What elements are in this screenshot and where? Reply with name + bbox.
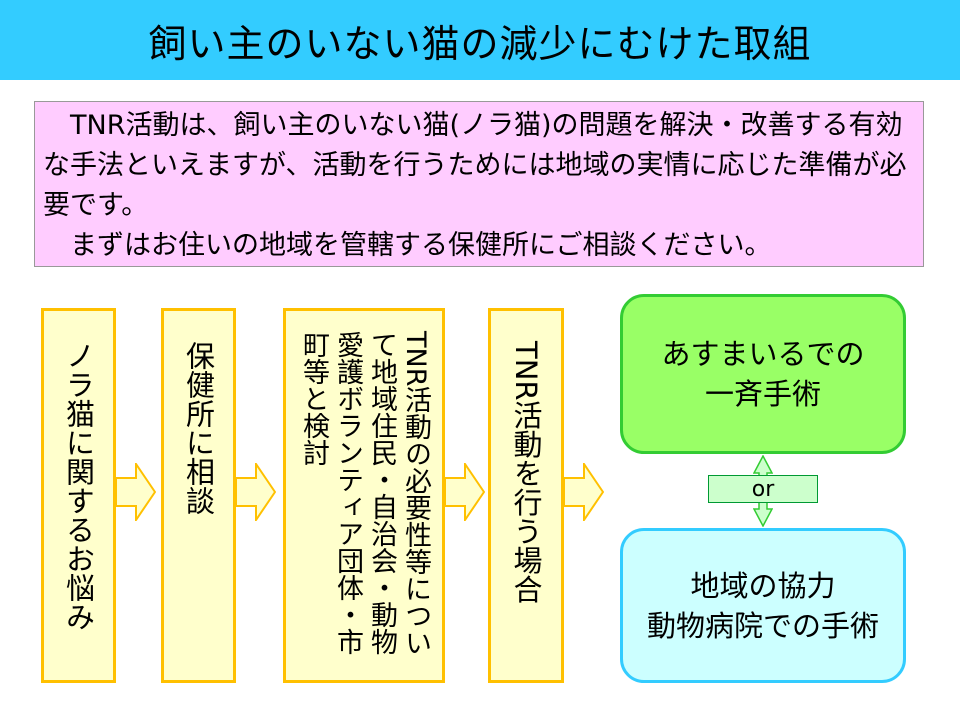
- step-label-2: 保健所に相談: [181, 341, 216, 515]
- option-a-line-1: あすまいるでの: [661, 337, 865, 371]
- step-label-4: TNR活動を行う場合: [509, 341, 543, 604]
- arrow-right-icon: [116, 463, 156, 521]
- option-a-line-2: 一斉手術: [704, 377, 821, 411]
- step-box-1: ノラ猫に関するお悩み: [41, 308, 116, 683]
- step-box-4: TNR活動を行う場合: [488, 308, 564, 683]
- page-title: 飼い主のいない猫の減少にむけた取組: [148, 21, 812, 66]
- title-bar: 飼い主のいない猫の減少にむけた取組: [0, 0, 960, 80]
- step-box-2: 保健所に相談: [161, 308, 236, 683]
- option-box-local-vet: 地域の協力 動物病院での手術: [620, 528, 906, 683]
- step-label-3: TNR活動の必要性等について地域住民・自治会・動物愛護ボランティア団体・市町等と…: [298, 331, 431, 657]
- intro-box: TNR活動は、飼い主のいない猫(ノラ猫)の問題を解決・改善する有効な手法といえま…: [34, 101, 924, 267]
- option-box-asumile: あすまいるでの 一斉手術: [620, 294, 906, 454]
- or-connector: or: [708, 475, 818, 503]
- or-label: or: [751, 476, 775, 502]
- option-b-line-1: 地域の協力: [690, 568, 836, 603]
- arrow-right-icon: [236, 463, 276, 521]
- option-b-line-2: 動物病院での手術: [646, 608, 879, 643]
- arrow-right-icon: [445, 463, 485, 521]
- intro-paragraph-1: TNR活動は、飼い主のいない猫(ノラ猫)の問題を解決・改善する有効な手法といえま…: [43, 110, 907, 221]
- intro-paragraph-2: まずはお住いの地域を管轄する保健所にご相談ください。: [43, 230, 772, 261]
- step-label-1: ノラ猫に関するお悩み: [61, 341, 96, 631]
- arrow-right-icon: [564, 463, 604, 521]
- step-box-3: TNR活動の必要性等について地域住民・自治会・動物愛護ボランティア団体・市町等と…: [283, 308, 445, 683]
